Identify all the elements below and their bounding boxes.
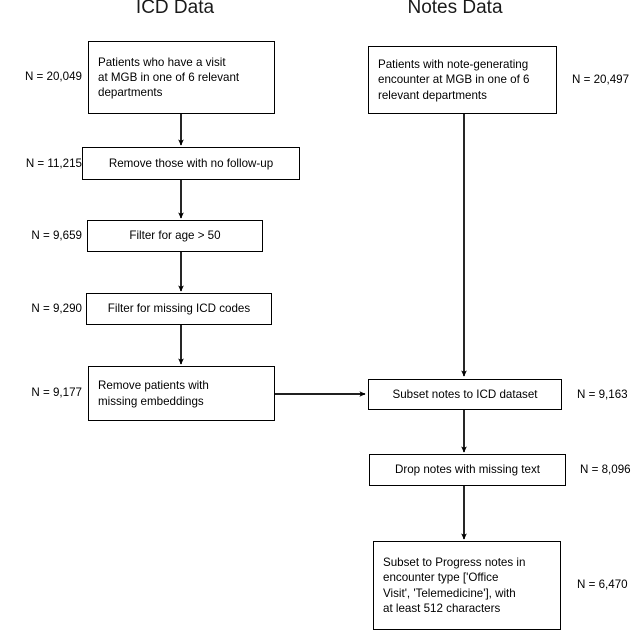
flow-node-notes-2[interactable]: Subset notes to ICD dataset [368,379,562,410]
flow-node-notes-4[interactable]: Subset to Progress notes in encounter ty… [373,541,561,630]
flow-node-icd-5-label: Remove patients with missing embeddings [98,379,209,408]
flow-node-icd-1[interactable]: Patients who have a visit at MGB in one … [88,41,275,114]
flow-node-icd-5[interactable]: Remove patients with missing embeddings [88,366,275,421]
flow-node-icd-3-label: Filter for age > 50 [129,229,221,243]
flow-node-icd-3[interactable]: Filter for age > 50 [87,220,263,252]
count-label-icd-1: N = 20,049 [24,70,82,83]
flow-node-icd-4-label: Filter for missing ICD codes [107,302,251,316]
count-label-notes-1: N = 20,497 [572,73,630,86]
count-label-icd-3: N = 9,659 [31,229,82,242]
count-label-notes-3: N = 8,096 [580,463,631,476]
flow-node-notes-1-label: Patients with note-generating encounter … [378,58,530,102]
flow-node-notes-4-label: Subset to Progress notes in encounter ty… [383,556,526,615]
flow-node-icd-2[interactable]: Remove those with no follow-up [82,147,300,180]
flow-node-notes-3-label: Drop notes with missing text [395,463,540,477]
column-title-icd: ICD Data [135,0,215,18]
flow-node-icd-2-label: Remove those with no follow-up [108,156,274,170]
count-label-icd-4: N = 9,290 [31,302,82,315]
count-label-notes-2: N = 9,163 [577,388,628,401]
flow-node-icd-1-label: Patients who have a visit at MGB in one … [98,55,240,100]
count-label-icd-2: N = 11,215 [25,157,82,170]
flow-node-notes-1[interactable]: Patients with note-generating encounter … [368,46,557,114]
count-label-icd-5: N = 9,177 [31,386,82,399]
count-label-notes-4: N = 6,470 [577,578,628,591]
flow-node-icd-4[interactable]: Filter for missing ICD codes [86,293,272,325]
column-title-notes: Notes Data [407,0,503,18]
flow-node-notes-2-label: Subset notes to ICD dataset [392,387,538,401]
flow-node-notes-3[interactable]: Drop notes with missing text [369,454,566,486]
